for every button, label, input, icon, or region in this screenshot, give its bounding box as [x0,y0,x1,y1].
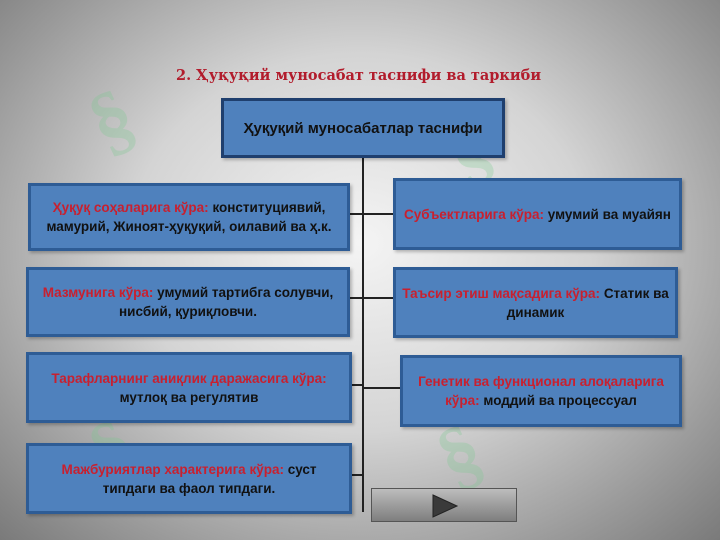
connector-left-1 [348,213,363,215]
right-node-1: Субъектларига кўра: умумий ва муайян [393,178,682,250]
root-node: Ҳуқуқий муносабатлар таснифи [221,98,505,158]
left-node-2: Мазмунига кўра: умумий тартибга солувчи,… [26,267,350,337]
connector-left-3 [350,384,363,386]
right-node-3: Генетик ва функционал алоқаларига кўра: … [400,355,682,427]
right-node-2-body: Статик ва динамик [506,285,669,320]
connector-left-4 [350,474,363,476]
connector-trunk [362,158,364,512]
right-node-1-head: Субъектларига кўра: [404,206,545,222]
right-node-3-head: Генетик ва функционал алоқаларига кўра: [418,374,664,408]
connector-left-2 [348,297,363,299]
right-node-1-body: умумий ва муайян [547,206,671,222]
connector-right-3 [363,387,400,389]
left-node-4: Мажбуриятлар характерига кўра: суст типд… [26,443,352,514]
left-node-2-head: Мазмунига кўра: [42,285,154,300]
left-node-1-body: конституциявий, мамурий, Жиноят-ҳуқуқий,… [46,200,332,234]
left-node-3-body: мутлоқ ва регулятив [119,389,259,405]
right-node-2: Таъсир этиш мақсадига кўра: Статик ва ди… [393,267,678,338]
left-node-4-head: Мажбуриятлар характерига кўра: [61,461,284,477]
play-arrow-icon [432,494,459,518]
watermark-section-sign: § [75,71,149,169]
slide-title: 2. Ҳуқуқий муносабат таснифи ва таркиби [176,67,542,84]
left-node-3-head: Тарафларнинг аниқлик даражасига кўра: [51,370,327,386]
left-node-4-body: суст типдаги ва фаол типдаги. [102,461,317,496]
left-node-1-head: Ҳуқуқ соҳаларига кўра: [52,200,209,215]
root-node-label: Ҳуқуқий муносабатлар таснифи [243,119,483,137]
left-node-1: Ҳуқуқ соҳаларига кўра: конституциявий, м… [28,183,350,251]
right-node-3-body: моддий ва процессуал [483,393,637,408]
connector-right-1 [363,213,393,215]
left-node-3: Тарафларнинг аниқлик даражасига кўра: му… [26,352,352,423]
next-slide-button[interactable] [371,488,517,522]
left-node-2-body: умумий тартибга солувчи, нисбий, қуриқло… [119,285,334,319]
right-node-2-head: Таъсир этиш мақсадига кўра: [402,285,601,301]
connector-right-2 [363,297,393,299]
